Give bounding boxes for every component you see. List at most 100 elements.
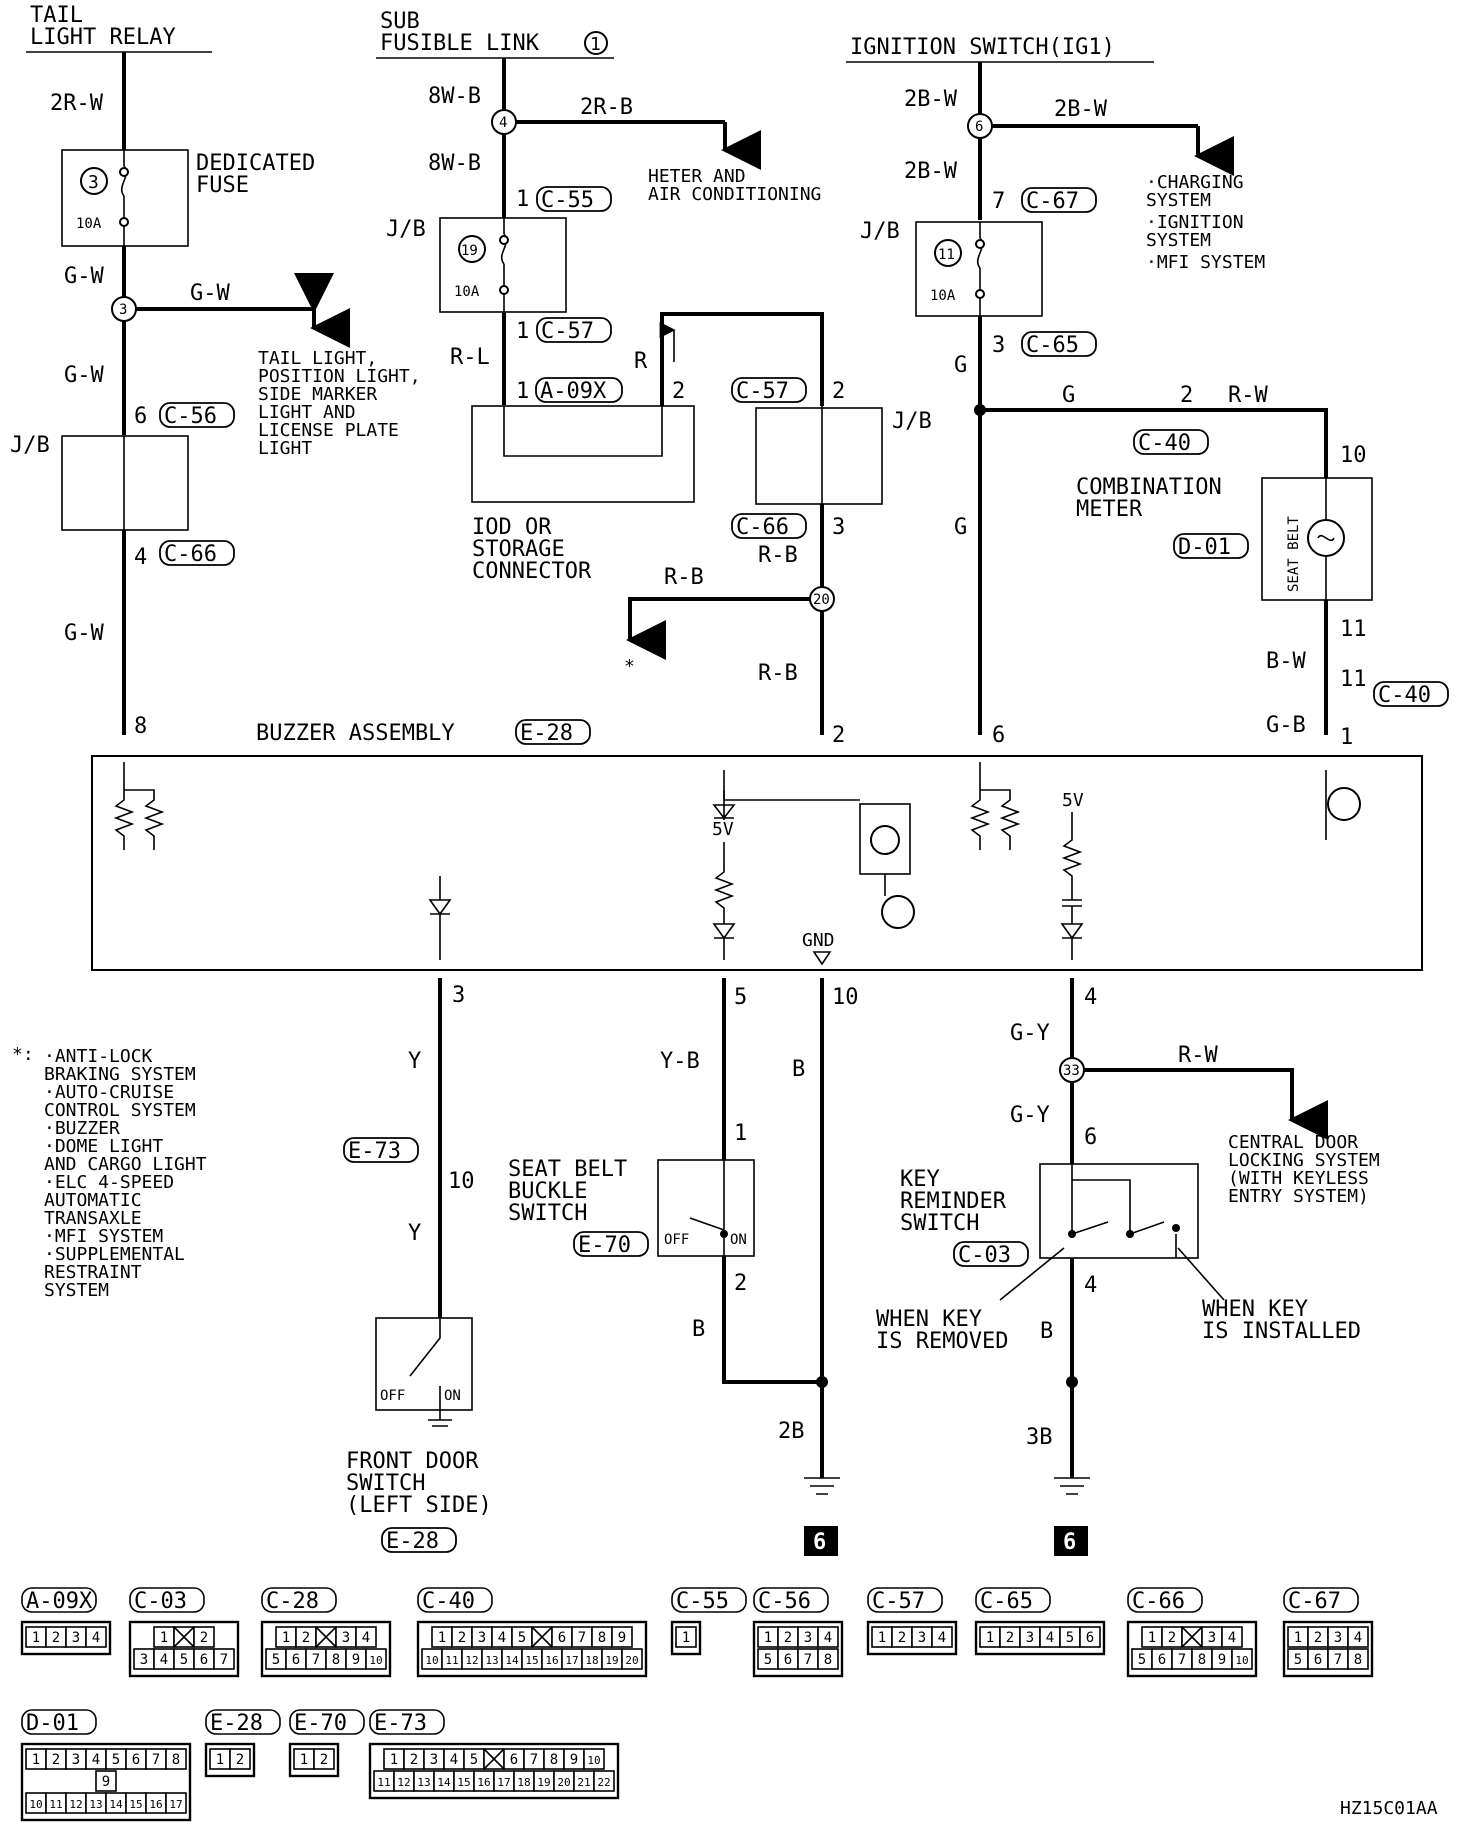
connector-c-67: C-67: [1026, 189, 1079, 214]
legend-pin: 4: [92, 1630, 100, 1646]
connector-c-03: C-03: [958, 1243, 1011, 1268]
legend-pin: 1: [682, 1630, 690, 1646]
wire-b-a: B: [692, 1317, 705, 1342]
jb-label-3: J/B: [892, 409, 932, 434]
legend-pin: 8: [172, 1752, 180, 1768]
tail-dest-2: POSITION LIGHT,: [258, 366, 421, 387]
iod-label-2: STORAGE: [472, 537, 565, 562]
key-reminder-1: KEY: [900, 1167, 940, 1192]
wire-g-b-label: G-B: [1266, 713, 1306, 738]
note-line: ·BUZZER: [44, 1118, 120, 1139]
legend-connector-id: E-73: [374, 1711, 427, 1736]
connector-c-65: C-65: [1026, 333, 1079, 358]
legend-pin: 4: [938, 1630, 946, 1646]
legend-pin: 2: [52, 1752, 60, 1768]
legend-connector: C-551: [670, 1587, 747, 1656]
legend-pin: 14: [109, 1798, 123, 1811]
front-door-1: FRONT DOOR: [346, 1449, 479, 1474]
pin-5-buzzer: 5: [734, 985, 747, 1010]
off-label-b: OFF: [664, 1232, 689, 1248]
legend-pin: 6: [292, 1652, 300, 1668]
legend-pin: 4: [450, 1752, 458, 1768]
pin-8: 8: [134, 714, 147, 739]
fuse-number-19: 19: [461, 243, 478, 259]
legend-pin: 6: [1158, 1652, 1166, 1668]
off-label-a: OFF: [380, 1388, 405, 1404]
wire-2b: 2B: [778, 1419, 805, 1444]
supply-5v-b: 5V: [1062, 790, 1084, 811]
ignition-switch-label: IGNITION SWITCH(IG1): [850, 35, 1115, 60]
connector-c-40-b: C-40: [1378, 683, 1431, 708]
pin-1-buzzer: 1: [1340, 725, 1353, 750]
legend-pin: 8: [598, 1630, 606, 1646]
sub-fusible-label-1: SUB: [380, 9, 420, 34]
fuse-amp-2: 10A: [454, 284, 480, 300]
legend-pin: 3: [478, 1630, 486, 1646]
wire-r-l: R-L: [450, 345, 490, 370]
connector-d-01: D-01: [1178, 535, 1231, 560]
legend-pin: 6: [784, 1652, 792, 1668]
legend-pin: 1: [160, 1630, 168, 1646]
legend-connector-id: E-28: [210, 1711, 263, 1736]
legend-connector-id: C-67: [1288, 1589, 1341, 1614]
connector-e-28: E-28: [520, 721, 573, 746]
combination-meter-2: METER: [1076, 497, 1143, 522]
legend-pin: 5: [272, 1652, 280, 1668]
connector-c-66-b: C-66: [736, 515, 789, 540]
wire-2b-w-a: 2B-W: [904, 87, 958, 112]
pin-1-c55: 1: [516, 187, 529, 212]
asterisk-mark: *: [624, 656, 635, 677]
charging-3: ·IGNITION: [1146, 212, 1244, 233]
legend-connector-id: C-28: [266, 1589, 319, 1614]
legend-pin: 13: [417, 1776, 430, 1789]
legend-connector-id: C-65: [980, 1589, 1033, 1614]
key-installed-1: WHEN KEY: [1202, 1297, 1308, 1322]
ground-6-a: 6: [813, 1530, 826, 1555]
legend-pin: 12: [69, 1798, 82, 1811]
legend-pin: 2: [1314, 1630, 1322, 1646]
wire-g-w-a: G-W: [64, 264, 104, 289]
note-line: RESTRAINT: [44, 1262, 142, 1283]
wire-8w-b-b: 8W-B: [428, 151, 481, 176]
legend-pin: 3: [804, 1630, 812, 1646]
key-reminder-3: SWITCH: [900, 1211, 979, 1236]
on-label-a: ON: [444, 1388, 461, 1404]
legend-pin: 6: [558, 1630, 566, 1646]
legend-pin: 9: [618, 1630, 626, 1646]
note-line: AUTOMATIC: [44, 1190, 142, 1211]
note-line: ·ANTI-LOCK: [44, 1046, 153, 1067]
legend-pin: 4: [92, 1752, 100, 1768]
circuit-ground-a: 10 B 2B 6: [778, 978, 859, 1556]
legend-pin: 20: [625, 1654, 638, 1667]
supply-5v-a: 5V: [712, 819, 734, 840]
legend-connector-id: C-03: [134, 1589, 187, 1614]
legend-pin: 1: [300, 1752, 308, 1768]
seat-belt-sw-1: SEAT BELT: [508, 1157, 627, 1182]
connector-c-57-b: C-57: [736, 379, 789, 404]
notes-marker: *:: [12, 1044, 34, 1065]
front-door-3: (LEFT SIDE): [346, 1493, 492, 1518]
legend-pin: 2: [1006, 1630, 1014, 1646]
wire-b-b: B: [792, 1057, 805, 1082]
tail-light-relay-label-2: LIGHT RELAY: [30, 25, 176, 50]
legend-pin: 2: [898, 1630, 906, 1646]
legend-pin: 18: [517, 1776, 530, 1789]
junction-20: 20: [813, 592, 830, 608]
legend-pin: 10: [29, 1798, 42, 1811]
legend-pin: 14: [505, 1654, 519, 1667]
note-line: AND CARGO LIGHT: [44, 1154, 207, 1175]
legend-connector-id: D-01: [26, 1711, 79, 1736]
legend-pin: 6: [510, 1752, 518, 1768]
central-4: ENTRY SYSTEM): [1228, 1186, 1369, 1207]
pin-2-c57: 2: [832, 379, 845, 404]
legend-pin: 13: [89, 1798, 102, 1811]
wire-b-c: B: [1040, 1319, 1053, 1344]
system-notes: *: ·ANTI-LOCK BRAKING SYSTEM·AUTO-CRUISE…: [12, 1044, 207, 1301]
legend-pin: 5: [180, 1652, 188, 1668]
legend-connector-id: C-56: [758, 1589, 811, 1614]
legend-pin: 7: [1178, 1652, 1186, 1668]
